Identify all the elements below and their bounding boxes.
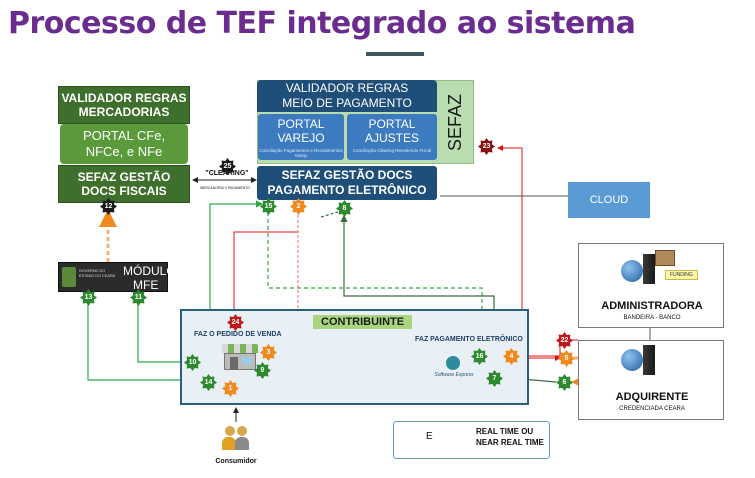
badge-7: 7: [486, 370, 503, 387]
legend-e-label: E: [426, 431, 433, 442]
portal-cfe-box: PORTAL CFe, NFCe, e NFe: [60, 124, 188, 164]
badge-22: 22: [556, 332, 573, 349]
sefaz-docs-fiscais-label: SEFAZ GESTÃO DOCS FISCAIS: [77, 170, 171, 198]
badge-23: 23: [478, 138, 495, 155]
badge-14: 14: [200, 374, 217, 391]
badge-1: 1: [222, 380, 239, 397]
consumer-icon: [222, 424, 250, 452]
badge-8: 8: [336, 200, 353, 217]
sefaz-docs-pagamento-box: SEFAZ GESTÃO DOCS PAGAMENTO ELETRÔNICO: [257, 166, 437, 200]
legend-box: [393, 421, 550, 459]
legend-text: REAL TIME OU NEAR REAL TIME: [476, 427, 544, 447]
globe-icon: [621, 260, 643, 282]
server-icon: [643, 345, 655, 375]
validador-mercadorias-box: VALIDADOR REGRAS MERCADORIAS: [58, 86, 190, 124]
badge-9: 9: [254, 362, 271, 379]
badge-3: 3: [260, 344, 277, 361]
portal-varejo-note: Conciliação Pagamentos e Recebimentos Va…: [259, 148, 343, 158]
badge-12: 12: [100, 198, 117, 215]
cloud-label: CLOUD: [589, 194, 629, 206]
validador-mercadorias-label: VALIDADOR REGRAS MERCADORIAS: [61, 91, 187, 119]
money-stack-icon: [655, 250, 675, 266]
badge-15: 15: [260, 198, 277, 215]
badge-6: 6: [556, 374, 573, 391]
badge-24: 24: [227, 314, 244, 331]
portal-varejo-box: PORTAL VAREJO Conciliação Pagamentos e R…: [258, 114, 344, 160]
badge-25: 25: [219, 158, 236, 175]
software-express-logo-icon: [446, 356, 460, 370]
validador-pagamento-box: VALIDADOR REGRAS MEIO DE PAGAMENTO: [257, 80, 437, 112]
badge-2: 2: [290, 198, 307, 215]
mfe-label: MFE: [133, 278, 159, 292]
sefaz-docs-pagamento-label: SEFAZ GESTÃO DOCS PAGAMENTO ELETRÔNICO: [267, 168, 427, 197]
governo-label: GOVERNO DO ESTADO DO CEARÁ: [79, 269, 116, 278]
badge-4: 4: [503, 348, 520, 365]
administradora-label: ADMINISTRADORA: [601, 300, 703, 312]
badge-16: 16: [471, 348, 488, 365]
badge-13: 13: [80, 289, 97, 306]
store-icon: [222, 344, 258, 370]
modulo-label: MÓDULO: [123, 264, 176, 278]
portal-varejo-label: PORTAL VAREJO: [277, 117, 325, 145]
badge-10: 10: [184, 354, 201, 371]
portal-ajustes-box: PORTAL AJUSTES Conciliação Clearing Rece…: [347, 114, 437, 160]
consumidor-label: Consumidor: [215, 458, 257, 465]
portal-ajustes-label: PORTAL AJUSTES: [364, 117, 419, 145]
title-underline: [366, 52, 424, 56]
badge-11: 11: [130, 289, 147, 306]
page-title: Processo de TEF integrado ao sistema: [8, 6, 636, 41]
credenciada-label: CREDENCIADA CEARA: [619, 406, 685, 412]
sefaz-docs-fiscais-box: SEFAZ GESTÃO DOCS FISCAIS: [58, 165, 190, 203]
modulo-mfe-box: GOVERNO DO ESTADO DO CEARÁ MÓDULO MFE: [58, 262, 176, 292]
software-express-label: Software Express: [434, 372, 474, 378]
portal-cfe-label: PORTAL CFe, NFCe, e NFe: [82, 128, 166, 159]
sefaz-label: SEFAZ: [445, 93, 466, 151]
adquirente-panel: ADQUIRENTE CREDENCIADA CEARA: [578, 340, 724, 420]
badge-5: 5: [558, 350, 575, 367]
validador-pagamento-label: VALIDADOR REGRAS MEIO DE PAGAMENTO: [282, 81, 412, 110]
server-icon: [643, 254, 655, 284]
faz-pagamento-label: FAZ PAGAMENTO ELETRÔNICO: [415, 336, 523, 343]
funding-label: FUNDING: [665, 270, 698, 280]
cloud-box: CLOUD: [568, 182, 650, 218]
globe-icon: [621, 349, 643, 371]
portal-ajustes-note: Conciliação Clearing Recebendo Fiscal: [352, 148, 432, 153]
bandeira-banco-label: BANDEIRA - BANCO: [623, 315, 681, 321]
sefaz-label-wrap: SEFAZ: [437, 80, 474, 164]
faz-pedido-label: FAZ O PEDIDO DE VENDA: [194, 331, 282, 338]
ceara-seal-icon: [62, 267, 76, 287]
administradora-panel: FUNDING ADMINISTRADORA BANDEIRA - BANCO: [578, 243, 724, 328]
adquirente-label: ADQUIRENTE: [615, 391, 689, 403]
clearing-note: MERCADORIA X PAGAMENTO: [200, 186, 250, 190]
contribuinte-label: CONTRIBUINTE: [313, 315, 413, 329]
